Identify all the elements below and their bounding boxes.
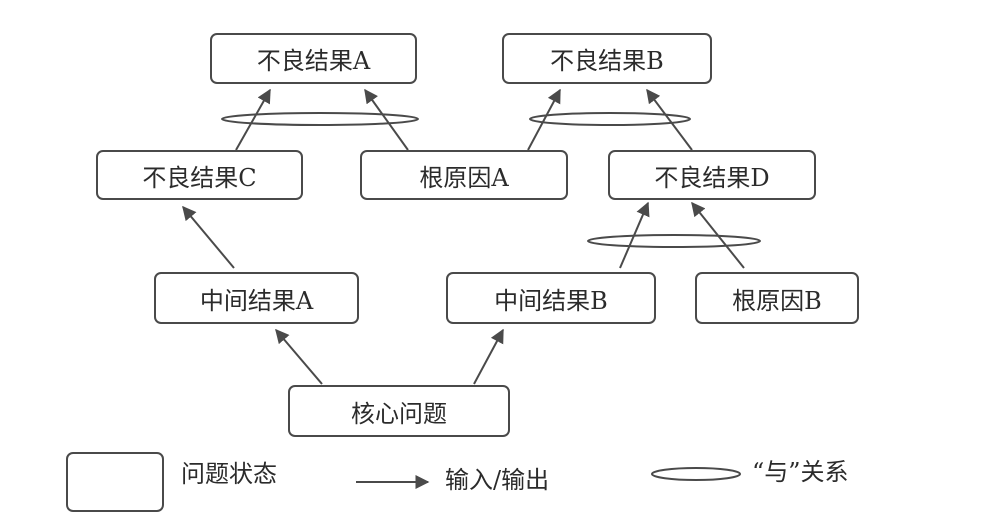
arrow-root-a-to-bad-b	[527, 88, 561, 151]
node-bad-result-a: 不良结果A	[210, 33, 417, 84]
node-bad-result-b: 不良结果B	[502, 33, 712, 84]
node-bad-result-c: 不良结果C	[96, 150, 303, 200]
legend-ellipse-icon	[651, 467, 741, 481]
cause-effect-diagram: 不良结果A 不良结果B 不良结果C 根原因A 不良结果D 中间结果A 中间结果B…	[66, 33, 859, 512]
and-relation-ellipse-a	[221, 112, 419, 126]
arrow-core-to-mid-b	[473, 328, 504, 385]
arrow-bad-c-to-bad-a	[235, 88, 271, 151]
connector-layer	[182, 88, 761, 489]
arrow-bad-d-to-bad-b	[646, 88, 693, 151]
legend-label-and: “与”关系	[752, 458, 849, 486]
legend-box-icon	[66, 452, 164, 512]
legend-label-io: 输入/输出	[445, 466, 550, 494]
and-relation-ellipse-b	[529, 112, 691, 126]
node-root-cause-a: 根原因A	[360, 150, 568, 200]
arrow-core-to-mid-a	[275, 328, 323, 385]
and-relation-ellipse-d	[587, 234, 761, 248]
legend-label-state: 问题状态	[181, 460, 277, 488]
node-core-problem: 核心问题	[288, 385, 510, 437]
node-root-cause-b: 根原因B	[695, 272, 859, 324]
node-intermediate-a: 中间结果A	[154, 272, 359, 324]
arrow-mid-a-to-bad-c	[182, 205, 235, 269]
arrow-root-a-to-bad-a	[364, 88, 409, 151]
node-intermediate-b: 中间结果B	[446, 272, 656, 324]
node-bad-result-d: 不良结果D	[608, 150, 816, 200]
